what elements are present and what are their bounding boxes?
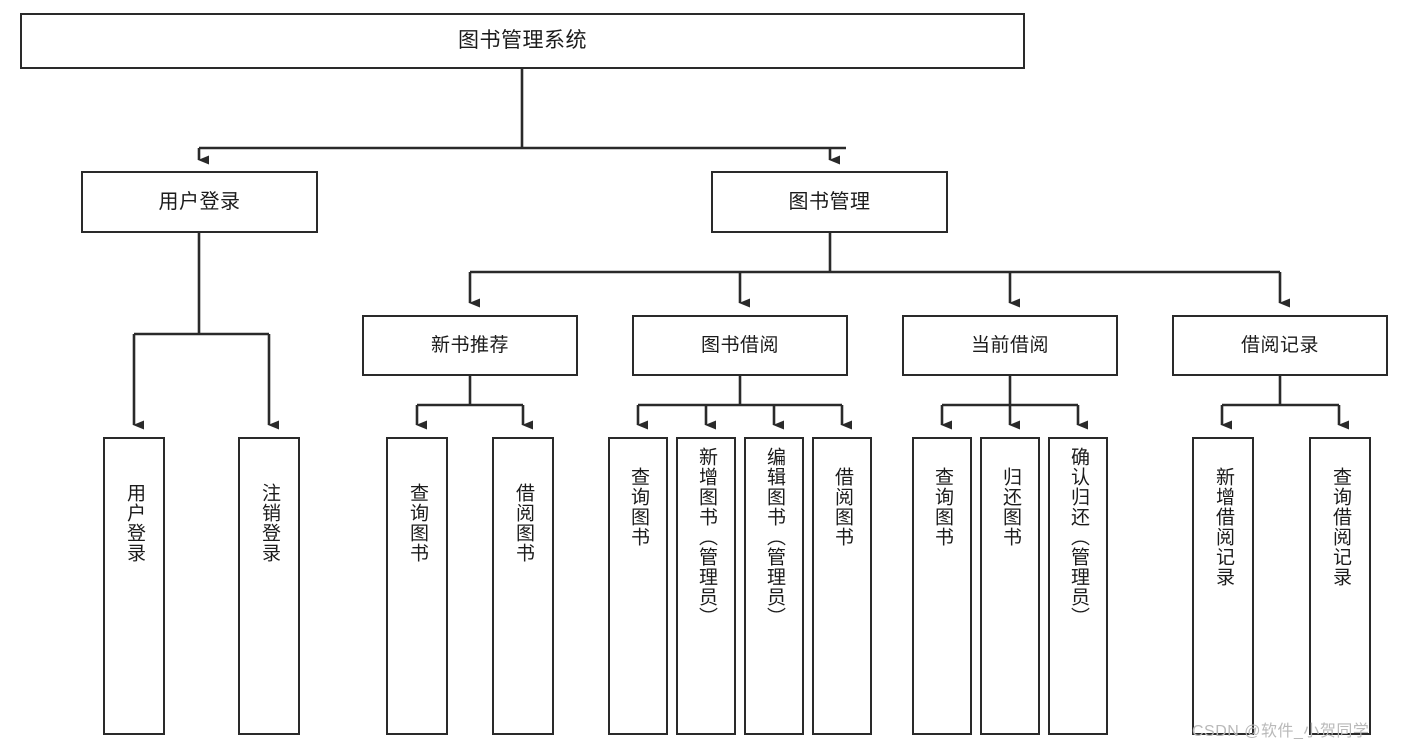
node-current-borrow-label: 当前借阅 (970, 334, 1049, 356)
leaf-user-login-label: 用户登录 (124, 483, 146, 563)
borrow-record-connectors (1220, 376, 1349, 430)
leaf-cb-query-book[interactable]: 查询图书 (912, 437, 972, 735)
leaf-bb-add-book-label: 新增图书（管理员） (696, 447, 718, 627)
leaf-bb-borrow-book-label: 借阅图书 (832, 467, 854, 547)
leaf-logout-label: 注销登录 (259, 483, 281, 563)
node-book-management[interactable]: 图书管理 (711, 171, 948, 233)
node-current-borrow[interactable]: 当前借阅 (902, 315, 1118, 376)
node-root-label: 图书管理系统 (458, 29, 587, 53)
leaf-cb-return-book[interactable]: 归还图书 (980, 437, 1040, 735)
leaf-nb-query-book[interactable]: 查询图书 (386, 437, 448, 735)
leaf-cb-return-book-label: 归还图书 (1000, 467, 1022, 547)
leaf-bb-edit-book[interactable]: 编辑图书（管理员） (744, 437, 804, 735)
book-manage-connectors (468, 233, 1290, 308)
node-user-login-label: 用户登录 (158, 190, 241, 213)
leaf-bb-query-book[interactable]: 查询图书 (608, 437, 668, 735)
node-borrow-record[interactable]: 借阅记录 (1172, 315, 1388, 376)
node-root-system[interactable]: 图书管理系统 (20, 13, 1025, 69)
book-borrow-connectors (636, 376, 852, 430)
leaf-bb-query-book-label: 查询图书 (628, 467, 650, 547)
leaf-br-add-record-label: 新增借阅记录 (1213, 467, 1235, 587)
leaf-bb-add-book[interactable]: 新增图书（管理员） (676, 437, 736, 735)
new-book-connectors (415, 376, 533, 430)
node-new-book-recommend[interactable]: 新书推荐 (362, 315, 578, 376)
node-user-login[interactable]: 用户登录 (81, 171, 318, 233)
leaf-nb-borrow-book-label: 借阅图书 (513, 483, 535, 563)
node-book-management-label: 图书管理 (788, 190, 871, 213)
leaf-cb-query-book-label: 查询图书 (932, 467, 954, 547)
user-login-connectors (132, 233, 279, 430)
leaf-cb-confirm-return[interactable]: 确认归还（管理员） (1048, 437, 1108, 735)
leaf-cb-confirm-return-label: 确认归还（管理员） (1068, 447, 1090, 627)
leaf-logout[interactable]: 注销登录 (238, 437, 300, 735)
root-connectors (197, 69, 846, 165)
current-borrow-connectors (940, 376, 1088, 430)
node-book-borrow-label: 图书借阅 (700, 334, 779, 356)
leaf-nb-borrow-book[interactable]: 借阅图书 (492, 437, 554, 735)
leaf-br-query-record[interactable]: 查询借阅记录 (1309, 437, 1371, 735)
leaf-bb-borrow-book[interactable]: 借阅图书 (812, 437, 872, 735)
leaf-br-query-record-label: 查询借阅记录 (1330, 467, 1352, 587)
node-new-book-recommend-label: 新书推荐 (430, 334, 509, 356)
leaf-bb-edit-book-label: 编辑图书（管理员） (764, 447, 786, 627)
node-borrow-record-label: 借阅记录 (1240, 334, 1319, 356)
node-book-borrow[interactable]: 图书借阅 (632, 315, 848, 376)
leaf-nb-query-book-label: 查询图书 (407, 483, 429, 563)
leaf-user-login[interactable]: 用户登录 (103, 437, 165, 735)
leaf-br-add-record[interactable]: 新增借阅记录 (1192, 437, 1254, 735)
